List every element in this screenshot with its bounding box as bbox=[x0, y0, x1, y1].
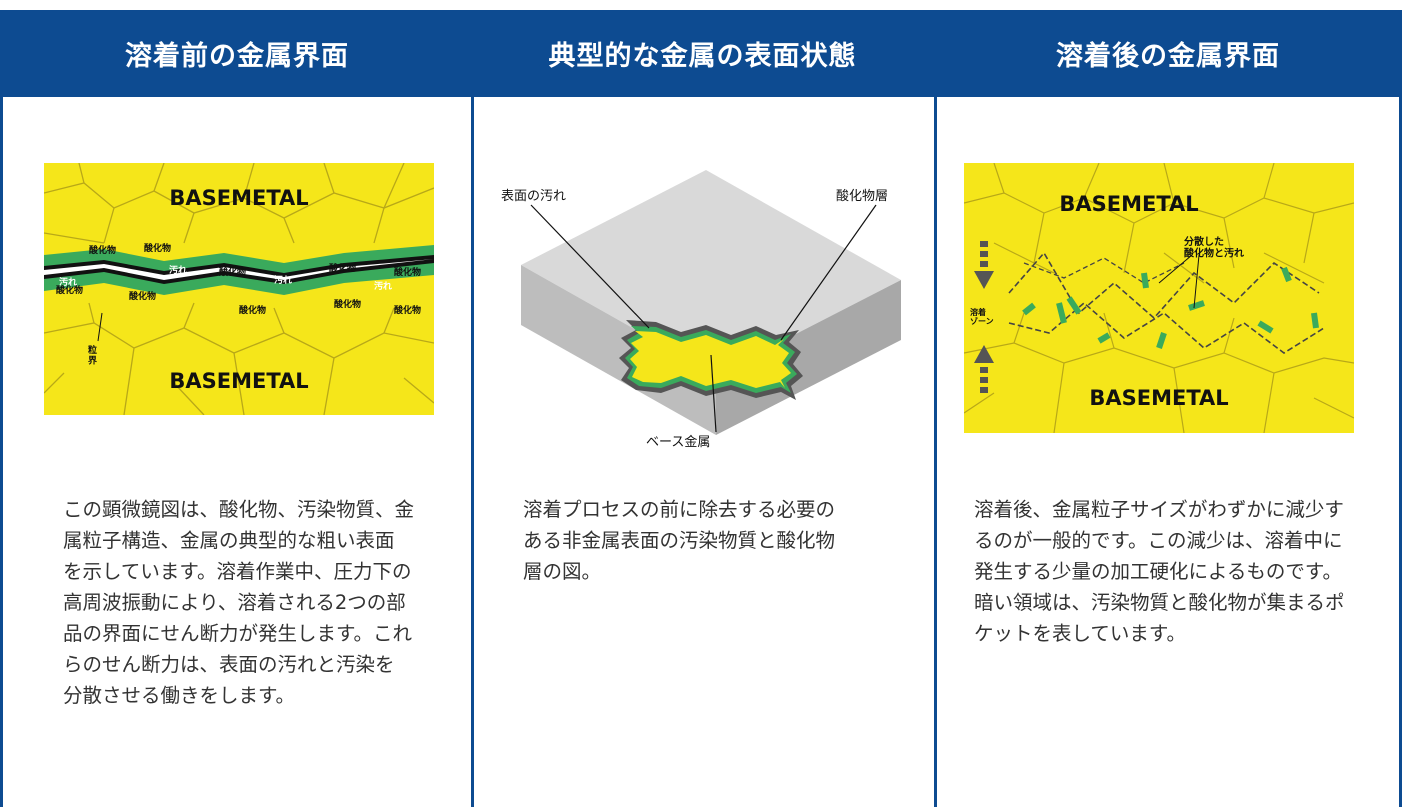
panel-title: 溶着前の金属界面 bbox=[0, 10, 474, 97]
base-metal-top-label: BASEMETAL bbox=[169, 186, 308, 210]
after-weld-micrograph: 溶着ゾーン BASEMETAL BASEMETAL 分散した酸化物と汚れ bbox=[964, 163, 1354, 433]
oxide-label: 酸化物 bbox=[89, 244, 116, 256]
grain-boundary-label: 粒 界 bbox=[88, 344, 100, 366]
description-line: 溶着プロセスの前に除去する必要の bbox=[523, 498, 836, 521]
weld-zone-label: 溶着ゾーン bbox=[970, 307, 994, 326]
description-line: ある非金属表面の汚染物質と酸化物 bbox=[523, 529, 836, 552]
oxide-label: 酸化物 bbox=[329, 262, 356, 274]
surface-condition-diagram: 表面の汚れ 酸化物層 ベース金属 bbox=[501, 170, 901, 450]
surface-dirt-label: 表面の汚れ bbox=[501, 189, 566, 204]
panel-title: 典型的な金属の表面状態 bbox=[468, 10, 937, 97]
oxide-label: 酸化物 bbox=[394, 304, 421, 316]
panel-after-weld: 溶着後の金属界面 溶着ゾーン BAS bbox=[934, 10, 1402, 807]
panel-title: 溶着後の金属界面 bbox=[934, 10, 1402, 97]
oxide-label: 酸化物 bbox=[144, 242, 171, 254]
description: この顕微鏡図は、酸化物、汚染物質、金 属粒子構造、金属の典型的な粗い表面 を示し… bbox=[63, 494, 443, 711]
panel-before-weld: 溶着前の金属界面 BASEMETAL BASEMETAL 酸化物 酸化物 酸化物… bbox=[0, 10, 474, 807]
description-line: るのが一般的です。この減少は、溶着中に bbox=[974, 529, 1343, 552]
description-line: 品の界面にせん断力が発生します。これ bbox=[63, 622, 413, 645]
description: 溶着プロセスの前に除去する必要の ある非金属表面の汚染物質と酸化物 層の図。 bbox=[523, 494, 903, 587]
description-line: ケットを表しています。 bbox=[974, 622, 1186, 645]
dirt-label: 汚れ bbox=[59, 276, 77, 288]
base-metal-label: ベース金属 bbox=[646, 434, 710, 450]
description-line: 高周波振動により、溶着される2つの部 bbox=[63, 591, 406, 614]
description-line: を示しています。溶着作業中、圧力下の bbox=[63, 560, 412, 583]
description: 溶着後、金属粒子サイズがわずかに減少す るのが一般的です。この減少は、溶着中に … bbox=[974, 494, 1384, 649]
oxide-layer-label: 酸化物層 bbox=[836, 189, 888, 204]
dirt-label: 汚れ bbox=[274, 274, 292, 286]
description-line: 属粒子構造、金属の典型的な粗い表面 bbox=[63, 529, 395, 552]
description-line: 暗い領域は、汚染物質と酸化物が集まるポ bbox=[974, 591, 1345, 614]
panel-surface-condition: 典型的な金属の表面状態 表面の汚れ 酸化物層 ベース金属 溶着プロセスの前に除去… bbox=[468, 10, 937, 807]
description-line: 分散させる働きをします。 bbox=[63, 684, 296, 707]
dirt-label: 汚れ bbox=[374, 280, 392, 292]
description-line: らのせん断力は、表面の汚れと汚染を bbox=[63, 653, 395, 676]
base-metal-bottom-label: BASEMETAL bbox=[1089, 386, 1228, 410]
base-metal-bottom-label: BASEMETAL bbox=[169, 369, 308, 393]
description-line: 溶着後、金属粒子サイズがわずかに減少す bbox=[974, 498, 1344, 521]
oxide-label: 酸化物 bbox=[129, 290, 156, 302]
oxide-label: 酸化物 bbox=[219, 266, 246, 278]
description-line: 発生する少量の加工硬化によるものです。 bbox=[974, 560, 1342, 583]
base-metal-top-label: BASEMETAL bbox=[1059, 192, 1198, 216]
description-line: 層の図。 bbox=[523, 560, 602, 583]
oxide-label: 酸化物 bbox=[239, 304, 266, 316]
before-weld-micrograph: BASEMETAL BASEMETAL 酸化物 酸化物 酸化物 酸化物 酸化物 … bbox=[44, 163, 434, 415]
oxide-label: 酸化物 bbox=[334, 298, 361, 310]
description-line: この顕微鏡図は、酸化物、汚染物質、金 bbox=[63, 498, 415, 521]
oxide-label: 酸化物 bbox=[56, 284, 83, 296]
oxide-label: 酸化物 bbox=[394, 266, 421, 278]
dirt-label: 汚れ bbox=[169, 264, 187, 276]
